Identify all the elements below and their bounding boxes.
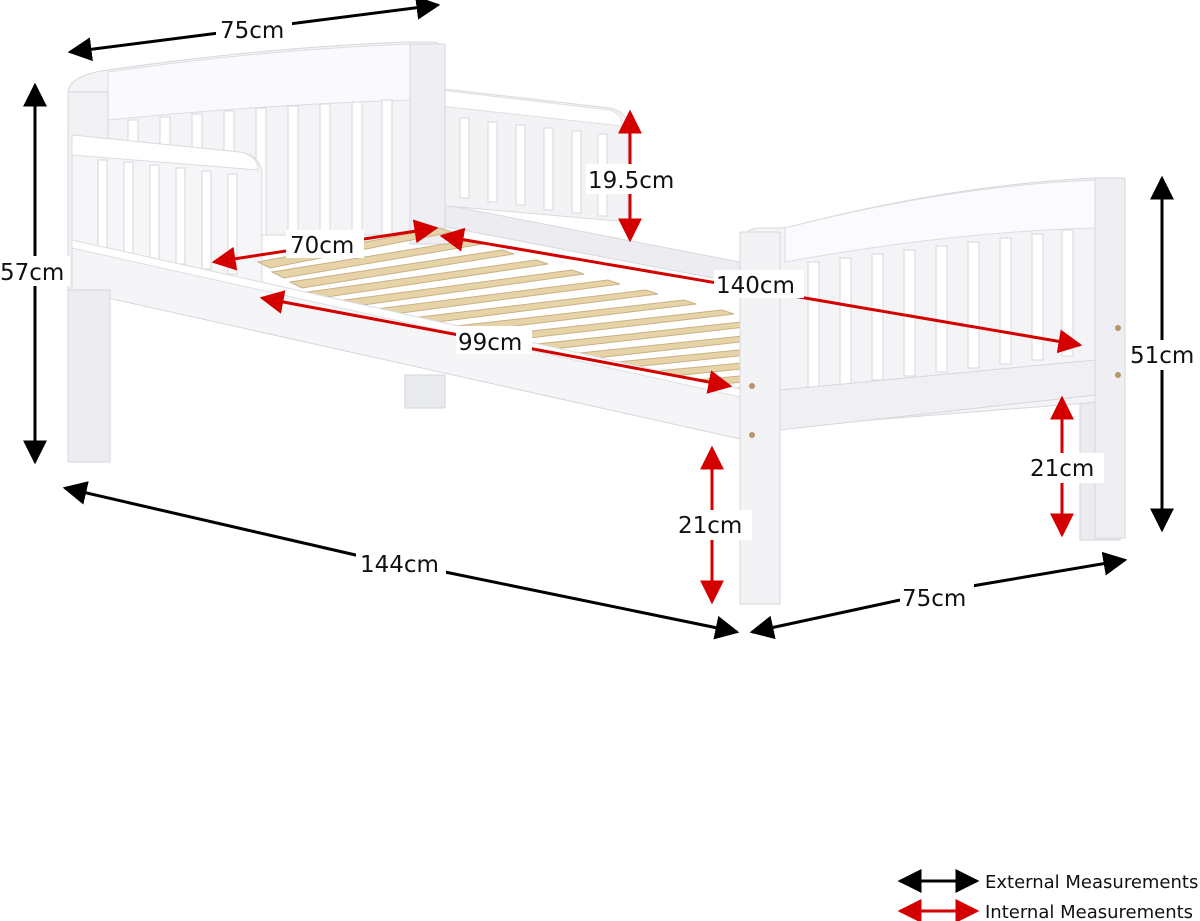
label-clearance-front: 21cm [678, 513, 742, 539]
total-length-arrow-right [444, 570, 740, 640]
dimension-labels: 75cm 57cm 144cm 75cm 51cm 19.5cm 70cm 14… [0, 15, 1200, 613]
back-guard-rail [435, 87, 629, 223]
bed-illustration [67, 41, 1126, 605]
label-total-height: 57cm [0, 260, 64, 286]
legend-internal-label: Internal Measurements [985, 902, 1193, 921]
label-rail-height: 19.5cm [588, 168, 674, 194]
label-clearance-back: 21cm [1030, 456, 1094, 482]
total-length-arrow-left [62, 481, 361, 558]
label-rail-opening: 99cm [458, 330, 522, 356]
label-slat-width: 70cm [290, 233, 354, 259]
label-footboard-width: 75cm [902, 586, 966, 612]
footboard-width-arrow-right [971, 551, 1128, 588]
label-total-length: 144cm [360, 552, 439, 578]
legend: External Measurements Internal Measureme… [897, 869, 1198, 921]
label-headboard-width: 75cm [220, 18, 284, 44]
footboard-width-arrow-left [749, 598, 901, 640]
label-slat-length: 140cm [716, 273, 795, 299]
label-footboard-height: 51cm [1130, 343, 1194, 369]
footboard [739, 177, 1126, 605]
legend-external-label: External Measurements [985, 872, 1198, 893]
